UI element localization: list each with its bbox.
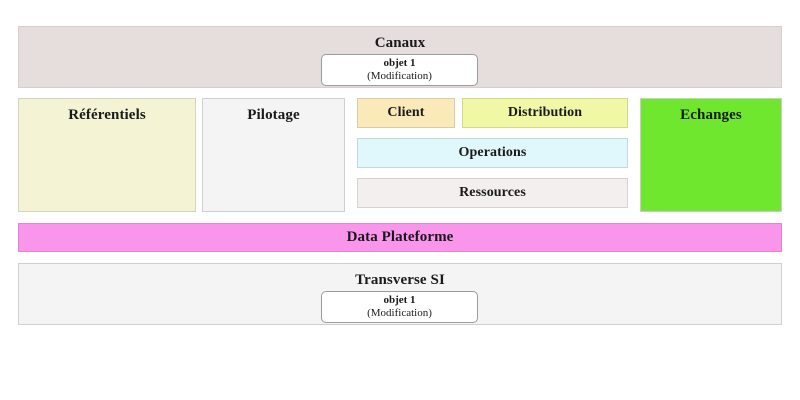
- canaux-objet-card[interactable]: objet 1 (Modification): [321, 54, 478, 86]
- canaux-title: Canaux: [374, 35, 426, 51]
- block-pilotage[interactable]: Pilotage: [202, 98, 345, 212]
- echanges-title: Echanges: [680, 107, 742, 123]
- data-plateforme-title: Data Plateforme: [346, 229, 454, 245]
- transverse-si-band[interactable]: Transverse SI objet 1 (Modification): [18, 263, 782, 325]
- client-title: Client: [387, 105, 425, 120]
- block-client[interactable]: Client: [357, 98, 455, 128]
- architecture-diagram: Canaux objet 1 (Modification) Référentie…: [18, 26, 782, 335]
- block-ressources[interactable]: Ressources: [357, 178, 628, 208]
- referentiels-title: Référentiels: [68, 107, 146, 123]
- distribution-title: Distribution: [507, 105, 583, 120]
- transverse-objet-state: (Modification): [367, 307, 432, 319]
- transverse-si-title: Transverse SI: [355, 272, 445, 288]
- transverse-objet-card[interactable]: objet 1 (Modification): [321, 291, 478, 323]
- data-plateforme-band[interactable]: Data Plateforme: [18, 223, 782, 252]
- block-referentiels[interactable]: Référentiels: [18, 98, 196, 212]
- canaux-band[interactable]: Canaux objet 1 (Modification): [18, 26, 782, 88]
- canaux-objet-state: (Modification): [367, 70, 432, 82]
- block-echanges[interactable]: Echanges: [640, 98, 782, 212]
- middle-row: Référentiels Pilotage Client Distributio…: [18, 98, 782, 212]
- canaux-objet-name: objet 1: [383, 57, 416, 69]
- block-distribution[interactable]: Distribution: [462, 98, 628, 128]
- operations-title: Operations: [458, 145, 527, 160]
- block-operations[interactable]: Operations: [357, 138, 628, 168]
- ressources-title: Ressources: [459, 185, 526, 200]
- transverse-objet-name: objet 1: [383, 294, 416, 306]
- pilotage-title: Pilotage: [247, 107, 300, 123]
